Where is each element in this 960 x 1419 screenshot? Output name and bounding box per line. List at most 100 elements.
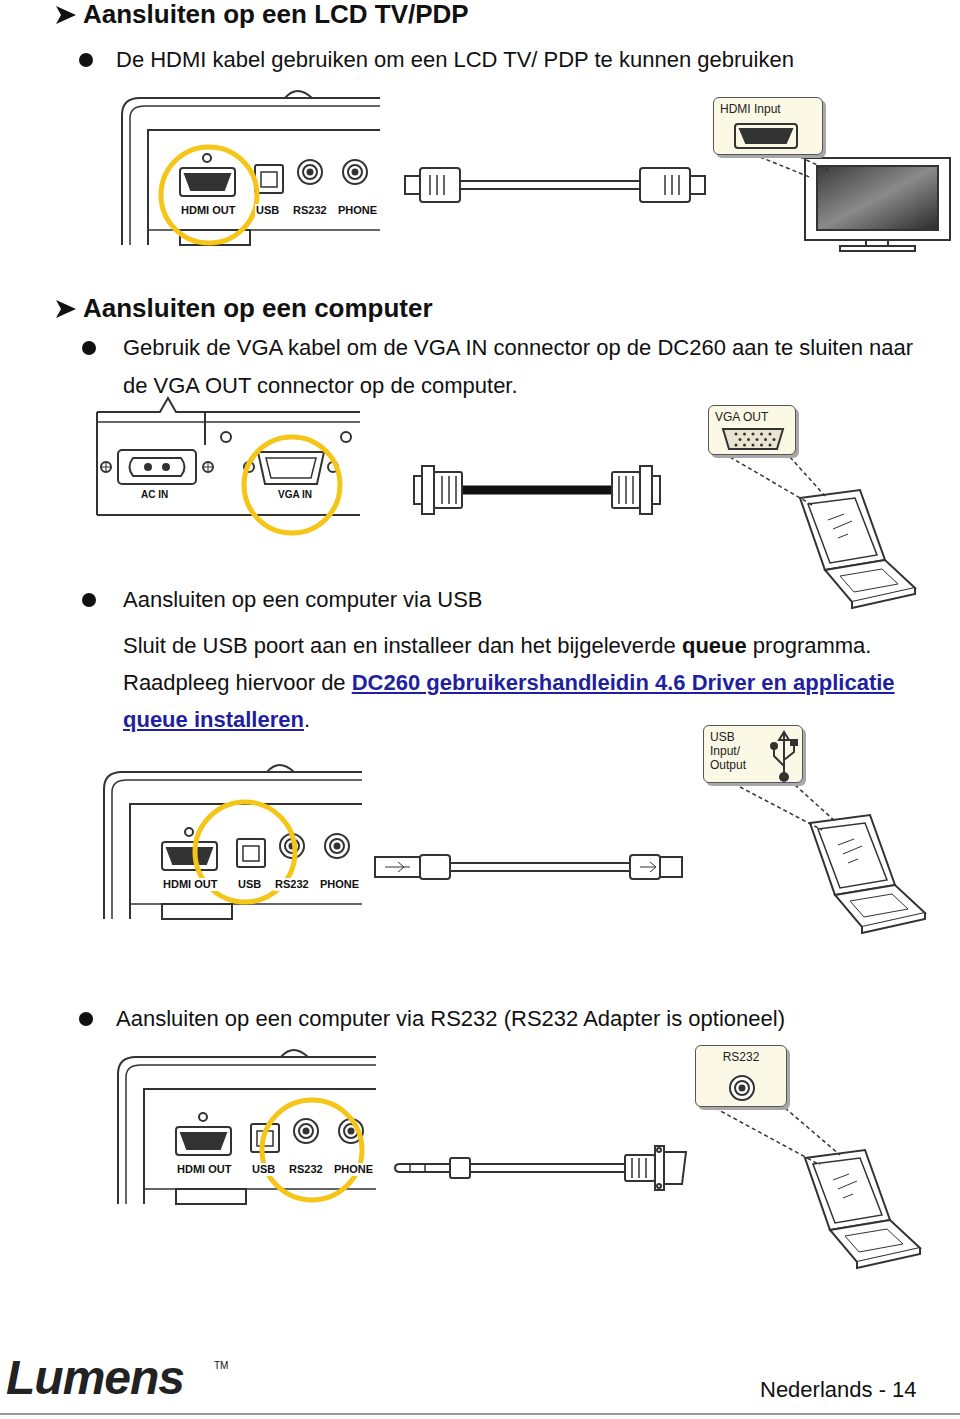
callout-label: HDMI Input bbox=[714, 98, 822, 116]
rs232-cable bbox=[395, 1164, 450, 1172]
device-panel bbox=[163, 464, 169, 470]
device-panel bbox=[130, 458, 185, 476]
hdmi-cable bbox=[405, 168, 705, 202]
bullet-symbols bbox=[82, 341, 96, 355]
vga-cable bbox=[619, 476, 633, 504]
highlight-circle bbox=[244, 437, 340, 533]
bullet-symbols bbox=[56, 300, 76, 318]
body-text: Gebruik de VGA kabel om de VGA IN connec… bbox=[123, 329, 943, 405]
port-label: RS232 bbox=[274, 878, 310, 891]
port-label: PHONE bbox=[337, 204, 378, 217]
device-panel bbox=[145, 464, 151, 470]
connector-icon bbox=[735, 124, 797, 148]
hdmi-cable bbox=[405, 176, 420, 194]
body-text: Aansluiten op een computer via RS232 (RS… bbox=[116, 1006, 785, 1031]
device-panel bbox=[258, 452, 324, 484]
rs232-cable bbox=[470, 1164, 625, 1172]
port-label: PHONE bbox=[333, 1163, 374, 1176]
port-label: RS232 bbox=[292, 204, 328, 217]
vga-cable bbox=[434, 472, 462, 508]
vga-cable bbox=[414, 466, 660, 514]
callout-label: USB Input/ Output bbox=[704, 726, 766, 772]
bullet-symbols bbox=[56, 6, 96, 1026]
connector-icon bbox=[723, 429, 783, 449]
hdmi-cable bbox=[460, 181, 640, 189]
connector-icon bbox=[730, 1076, 754, 1100]
vga-cable bbox=[414, 476, 422, 504]
paragraph: Sluit de USB poort aan en installeer dan… bbox=[123, 627, 953, 738]
highlight-circle bbox=[161, 147, 257, 243]
rs232-cable bbox=[450, 1158, 470, 1178]
usb-cable bbox=[660, 857, 682, 877]
highlight-circle bbox=[262, 1100, 362, 1200]
paragraph-text: . bbox=[304, 707, 310, 732]
rs232-cable bbox=[655, 1146, 664, 1190]
device-panel bbox=[97, 398, 360, 412]
usb-cable bbox=[630, 855, 660, 879]
device-panel bbox=[341, 432, 351, 442]
vga-cable bbox=[460, 486, 614, 495]
port-label: VGA IN bbox=[277, 489, 313, 501]
device-panel bbox=[104, 765, 362, 919]
usb-cable bbox=[420, 855, 450, 879]
callout-label: RS232 bbox=[696, 1046, 786, 1064]
connector-icon bbox=[771, 732, 797, 781]
bullet-symbols bbox=[79, 1012, 93, 1026]
port-label: HDMI OUT bbox=[180, 204, 236, 217]
rs232-cable bbox=[657, 1184, 661, 1188]
vga-cable bbox=[652, 476, 660, 504]
hdmi-cable bbox=[665, 175, 679, 195]
vga-cable bbox=[640, 466, 652, 514]
rs232-cable bbox=[410, 1164, 425, 1172]
leader-line bbox=[730, 457, 825, 505]
device-panel bbox=[118, 1050, 376, 1204]
bullet-symbols bbox=[56, 6, 76, 24]
section-heading: Aansluiten op een computer bbox=[83, 294, 433, 324]
device-panel bbox=[102, 463, 110, 471]
port-label: HDMI OUT bbox=[176, 1163, 232, 1176]
usb-cable bbox=[375, 857, 420, 877]
hdmi-cable bbox=[690, 176, 705, 194]
laptop bbox=[805, 1150, 920, 1268]
vga-cable bbox=[612, 472, 640, 508]
device-panel bbox=[97, 412, 360, 515]
port-label: HDMI OUT bbox=[162, 878, 218, 891]
usb-cable bbox=[640, 862, 656, 872]
brand-logo: Lumens bbox=[6, 1350, 184, 1405]
device-panel bbox=[97, 398, 360, 515]
callout-box: HDMI Input bbox=[713, 97, 823, 155]
device-panel bbox=[203, 462, 213, 472]
usb-cable bbox=[450, 863, 630, 871]
laptop bbox=[810, 815, 925, 933]
port-label: RS232 bbox=[288, 1163, 324, 1176]
device-panel bbox=[221, 432, 231, 442]
leader-line bbox=[715, 1108, 840, 1165]
callout-box: RS232 bbox=[695, 1045, 787, 1107]
paragraph-text: Sluit de USB poort aan en installeer dan… bbox=[123, 633, 676, 658]
callout-box: USB Input/ Output bbox=[703, 725, 803, 783]
vga-cable bbox=[442, 476, 456, 504]
tv bbox=[840, 246, 915, 251]
vga-cable bbox=[422, 466, 434, 514]
rs232-cable bbox=[625, 1155, 655, 1181]
paragraph-text: queue bbox=[682, 633, 747, 658]
leader-line bbox=[760, 157, 828, 178]
body-text: De HDMI kabel gebruiken om een LCD TV/ P… bbox=[116, 47, 794, 72]
body-text: Aansluiten op een computer via USB bbox=[123, 587, 483, 612]
device-panel bbox=[266, 458, 316, 478]
tv bbox=[805, 158, 950, 240]
rs232-cable bbox=[657, 1148, 661, 1152]
hdmi-cable bbox=[420, 168, 460, 202]
device-panel bbox=[101, 462, 111, 472]
device-panel bbox=[122, 91, 380, 245]
port-label: AC IN bbox=[140, 489, 169, 501]
callout-box: VGA OUT bbox=[708, 405, 796, 455]
port-label: USB bbox=[251, 1163, 276, 1176]
hdmi-cable bbox=[640, 168, 690, 202]
tv bbox=[805, 158, 950, 251]
rs232-cable bbox=[395, 1146, 686, 1190]
device-panel bbox=[97, 421, 360, 423]
port-label: USB bbox=[255, 204, 280, 217]
laptop bbox=[800, 490, 915, 608]
